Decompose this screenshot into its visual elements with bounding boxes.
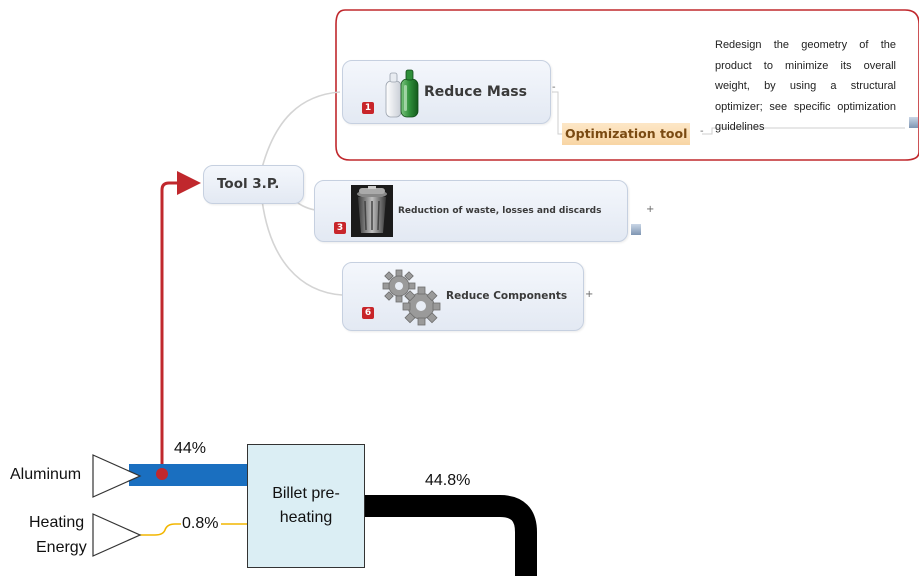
energy-flow-line [140, 523, 181, 536]
note-text: Redesign the geometry of the product to … [715, 39, 896, 133]
branch-connector-components [261, 199, 343, 296]
process-billet-preheating: Billet pre-heating [247, 444, 365, 568]
aluminum-input-triangle [92, 454, 142, 498]
collapse-toggle-reduce-mass[interactable]: - [552, 82, 556, 93]
subtopic-optimization-tool[interactable]: Optimization tool [562, 123, 691, 145]
branch-connector-reduce-mass [261, 91, 341, 169]
branch-reduce-components-label: Reduce Components [446, 290, 568, 302]
note-icon[interactable] [631, 224, 641, 235]
energy-input-triangle [92, 513, 142, 557]
central-topic-label: Tool 3.P. [217, 176, 280, 192]
aluminum-flow-band [129, 464, 247, 486]
link-arrow [160, 171, 201, 474]
output-flow-band [365, 495, 537, 576]
expand-toggle-components[interactable]: + [585, 289, 594, 300]
subtopic-connector [552, 91, 564, 135]
priority-badge: 6 [362, 307, 374, 319]
input-heating-label-line2: Energy [36, 539, 87, 556]
energy-pct-label: 0.8% [182, 515, 219, 532]
link-origin-dot [156, 468, 168, 480]
gears-icon [382, 269, 441, 326]
note-scroll-icon[interactable] [909, 117, 918, 128]
branch-reduce-components[interactable]: 6 Reduce Components [342, 262, 584, 331]
input-heating-label-line1: Heating [29, 514, 85, 531]
process-label: Billet pre-heating [272, 485, 340, 526]
bottles-icon [385, 69, 419, 118]
collapse-toggle-optimization[interactable]: - [700, 126, 704, 137]
priority-badge: 1 [362, 102, 374, 114]
priority-badge: 3 [334, 222, 346, 234]
branch-reduce-waste-label: Reduction of waste, losses and discards [398, 206, 602, 216]
expand-toggle-waste[interactable]: + [646, 204, 655, 215]
central-topic-node[interactable]: Tool 3.P. [203, 165, 304, 204]
aluminum-pct-label: 44% [174, 440, 207, 457]
output-pct-label: 44.8% [425, 472, 471, 489]
note-connector [702, 127, 905, 135]
branch-reduce-mass[interactable]: 1 Reduce Mass [342, 60, 551, 124]
highlight-frame [335, 9, 919, 161]
branch-reduce-waste[interactable]: 3 Reduction of waste, losses and discard… [314, 180, 628, 242]
branch-reduce-mass-label: Reduce Mass [424, 84, 527, 100]
trash-bin-icon [351, 185, 393, 237]
input-aluminum-label: Aluminum [10, 466, 82, 483]
